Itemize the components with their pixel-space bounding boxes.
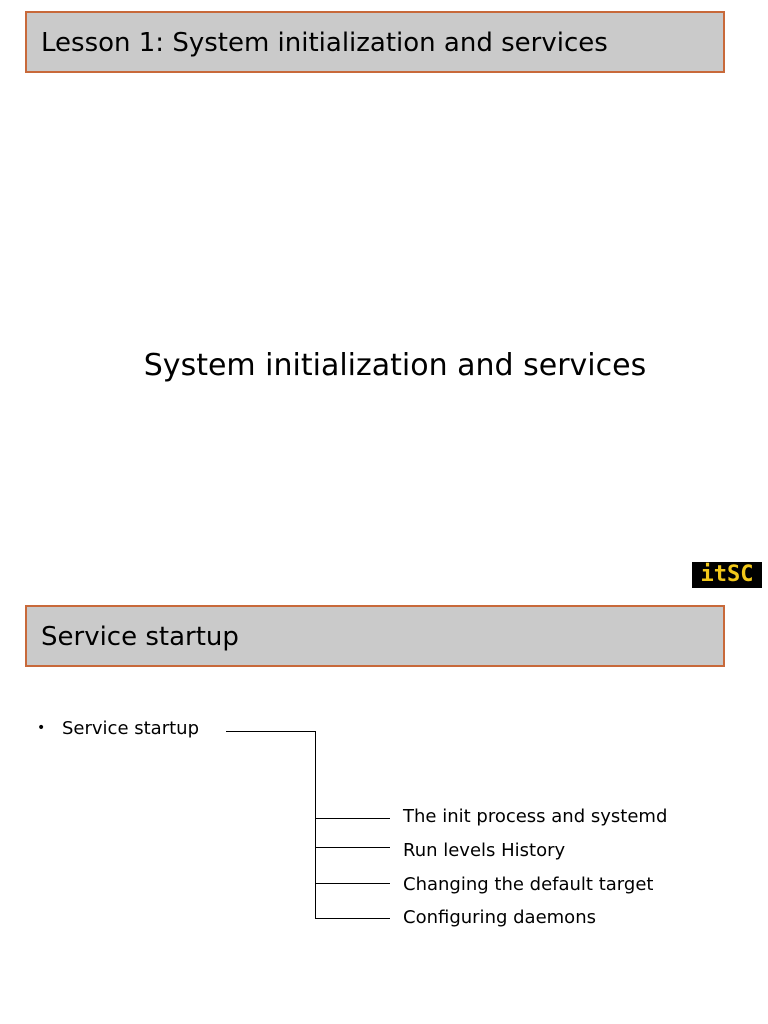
tree-child-label: The init process and systemd [403,806,668,827]
section-title: System initialization and services [143,348,647,383]
slide-title-bar: Service startup [25,605,725,667]
itsc-logo: itSC [692,562,762,588]
bullet-marker: • [37,720,46,736]
tree-child-label: Run levels History [403,840,566,861]
lesson-title: Lesson 1: System initialization and serv… [41,28,608,58]
tree-root-label: Service startup [62,718,200,739]
slide-title: Service startup [41,622,239,652]
tree-child-label: Changing the default target [403,874,654,895]
lesson-title-bar: Lesson 1: System initialization and serv… [25,11,725,73]
tree-child-label: Configuring daemons [403,907,596,928]
logo-text: itSC [700,562,754,587]
